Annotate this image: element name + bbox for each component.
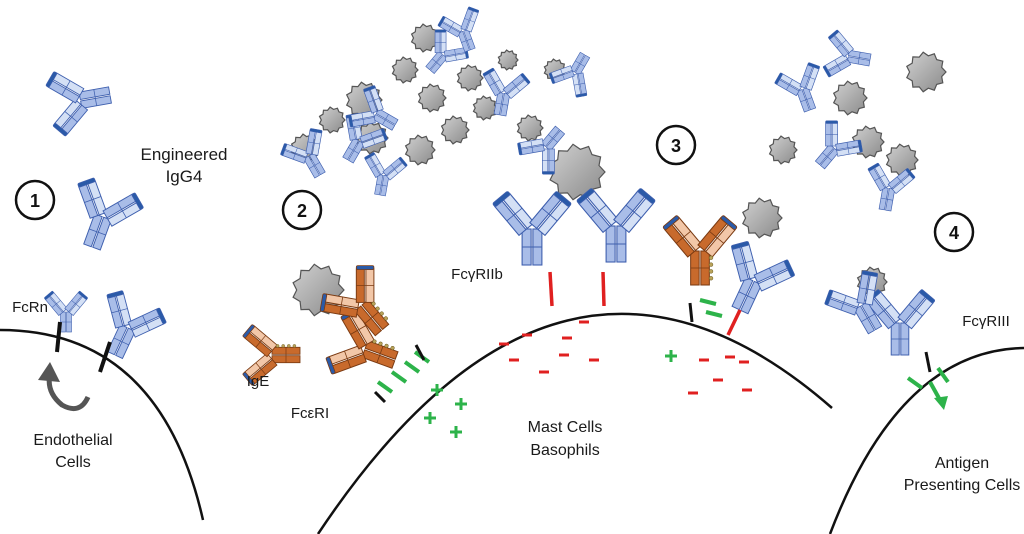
antigen-5	[391, 56, 419, 84]
antigen-6	[410, 23, 440, 53]
mast-cells-label: Mast Cells	[528, 419, 603, 436]
antibody-22	[814, 120, 863, 170]
antigen-presenting-cell-membrane	[828, 346, 1024, 534]
panel-1-marker: 1	[14, 179, 56, 221]
antibody-19	[662, 215, 738, 286]
activation-plus-3	[424, 412, 436, 424]
fceri-receptor-2	[390, 370, 408, 384]
antibody-17	[492, 191, 572, 266]
svg-text:1: 1	[30, 191, 40, 211]
fceri-receptor-3	[403, 360, 421, 374]
antigen-21	[906, 51, 947, 93]
fceri-anchor-2	[414, 344, 426, 361]
svg-text:4: 4	[949, 223, 959, 243]
ige-label: IgE	[247, 373, 270, 390]
fceri-anchor-1	[373, 390, 387, 404]
fcgriii-receptor-2	[936, 366, 950, 384]
antibody-14	[517, 125, 566, 175]
antigen-15	[549, 143, 606, 201]
svg-text:2: 2	[297, 201, 307, 221]
recycling-arrow-icon	[46, 373, 91, 412]
fcrn-receptor-1	[55, 321, 62, 353]
antibody-21	[774, 62, 820, 113]
activation-plus-5	[665, 350, 677, 362]
antibody-2	[77, 177, 144, 251]
fceri-label: FcεRI	[291, 405, 329, 422]
recycling-arrowhead-icon	[38, 362, 60, 382]
antigen-9	[456, 64, 484, 92]
antibody-6	[319, 265, 390, 337]
fcrn-receptor-2	[98, 341, 112, 373]
antibody-1	[45, 71, 112, 137]
antibody-11	[425, 29, 469, 74]
fceri-anchor-p3	[688, 302, 694, 323]
antibody-7	[242, 324, 301, 386]
antibody-24	[822, 29, 872, 78]
antigen-18	[832, 80, 868, 116]
panel-4-marker: 4	[933, 211, 975, 253]
activation-plus-4	[450, 426, 462, 438]
engineered-label: Engineered	[141, 145, 228, 164]
endothelial-label: Endothelial	[33, 432, 112, 449]
antigen-17	[768, 135, 798, 165]
antigen-label: Antigen	[935, 455, 989, 472]
antibody-8	[280, 128, 326, 179]
igg4-label: IgG4	[166, 167, 203, 186]
antigen-12	[440, 115, 470, 145]
fcgriib-label: FcγRIIb	[451, 266, 503, 283]
antibody-18	[576, 188, 656, 263]
antibody-9	[342, 113, 388, 164]
fcgriib-receptor-2	[601, 271, 606, 307]
antibody-4	[106, 290, 167, 360]
antigen-14	[516, 114, 544, 142]
cells-label: Cells	[55, 454, 91, 471]
fcgriii-receptor-1	[906, 376, 924, 390]
presenting-cells-label: Presenting Cells	[904, 477, 1021, 494]
antigen-16	[742, 197, 783, 239]
fceri-receptor-1	[376, 380, 394, 394]
antigen-11	[497, 49, 519, 71]
antibody-16	[364, 152, 408, 197]
antibody-23	[867, 162, 916, 212]
basophils-label: Basophils	[530, 442, 599, 459]
antibody-25	[865, 289, 935, 356]
fceri-receptor-p3-2	[705, 310, 723, 318]
svg-text:3: 3	[671, 136, 681, 156]
antigen-8	[404, 134, 436, 166]
antibody-12	[437, 6, 479, 53]
endothelial-cell-membrane	[0, 328, 205, 521]
mast-cell-membrane	[316, 312, 833, 534]
antibody-15	[548, 51, 591, 98]
fcgriii-anchor	[924, 351, 932, 373]
fcgriib-receptor-3	[726, 309, 742, 336]
fcrn-label: FcRn	[12, 299, 48, 316]
signal-arrow-shaft-icon	[928, 381, 942, 401]
fcgriib-receptor-1	[548, 271, 554, 307]
panel-2-marker: 2	[281, 189, 323, 231]
activation-plus-2	[455, 398, 467, 410]
fcgriii-label: FcγRIII	[962, 313, 1010, 330]
antigen-7	[417, 83, 447, 113]
antibody-5	[325, 308, 399, 375]
signal-arrowhead-icon	[934, 396, 948, 410]
activation-plus-1	[431, 384, 443, 396]
antigen-20	[885, 143, 919, 177]
panel-3-marker: 3	[655, 124, 697, 166]
antigen-10	[472, 95, 498, 121]
antibody-3	[44, 291, 88, 333]
antibody-20	[731, 241, 795, 315]
antibody-13	[482, 67, 531, 117]
antigen-2	[318, 106, 346, 134]
fceri-receptor-p3-1	[699, 298, 717, 306]
antibody-10	[348, 85, 399, 131]
antibody-26	[824, 270, 883, 335]
